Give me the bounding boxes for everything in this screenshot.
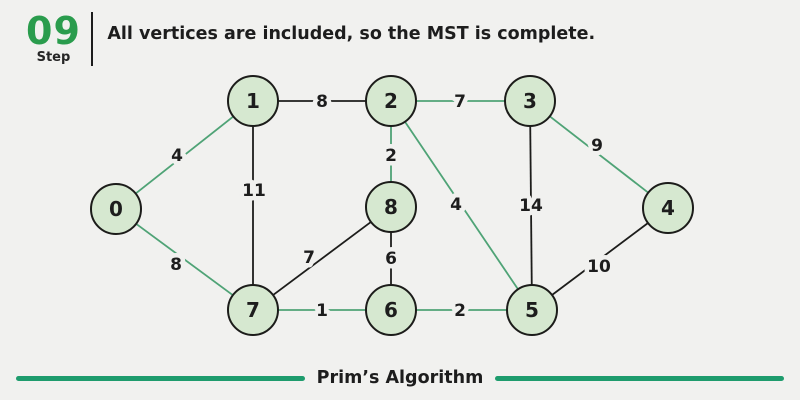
edge-weight-label: 7 bbox=[454, 92, 466, 112]
footer: Prim’s Algorithm bbox=[0, 368, 800, 388]
edge-weight-label: 8 bbox=[170, 255, 182, 275]
edge-weight-label: 2 bbox=[385, 146, 397, 166]
step-header: 09 Step All vertices are included, so th… bbox=[26, 12, 790, 66]
mst-edge bbox=[135, 115, 234, 195]
edge-weight-label: 4 bbox=[171, 146, 183, 166]
graph-node bbox=[227, 284, 279, 336]
mst-edge bbox=[135, 223, 234, 296]
edge-weight-label: 2 bbox=[454, 301, 466, 321]
graph-edge bbox=[272, 221, 372, 296]
node-label: 1 bbox=[246, 89, 260, 113]
footer-right-rule bbox=[495, 375, 785, 381]
node-label: 7 bbox=[246, 298, 260, 322]
graph-node bbox=[506, 284, 558, 336]
edge-weight-label: 14 bbox=[519, 196, 543, 216]
edge-weight-label: 10 bbox=[587, 257, 611, 277]
step-message: All vertices are included, so the MST is… bbox=[107, 24, 596, 44]
step-label: Step bbox=[36, 50, 71, 66]
step-number: 09 bbox=[26, 8, 81, 53]
edge-weight-label: 6 bbox=[385, 249, 397, 269]
graph-edge bbox=[529, 125, 533, 286]
graph-node bbox=[642, 182, 694, 234]
node-label: 8 bbox=[384, 195, 398, 219]
graph-node bbox=[504, 75, 556, 127]
node-label: 3 bbox=[523, 89, 537, 113]
edge-weight-label: 11 bbox=[242, 181, 266, 201]
node-label: 4 bbox=[661, 196, 675, 220]
graph-node bbox=[227, 75, 279, 127]
mst-edge bbox=[549, 115, 649, 194]
graph-node bbox=[90, 183, 142, 235]
node-label: 5 bbox=[525, 298, 539, 322]
algorithm-title: Prim’s Algorithm bbox=[316, 368, 484, 388]
edge-weight-label: 7 bbox=[303, 248, 315, 268]
header-divider bbox=[90, 12, 94, 66]
graph-node bbox=[365, 284, 417, 336]
footer-left-rule bbox=[15, 375, 305, 381]
step-indicator: 09 Step bbox=[26, 8, 81, 66]
graph-node bbox=[365, 181, 417, 233]
mst-edge bbox=[404, 121, 519, 290]
edge-weight-label: 1 bbox=[316, 301, 328, 321]
node-label: 6 bbox=[384, 298, 398, 322]
edge-weight-label: 9 bbox=[591, 136, 603, 156]
node-label: 0 bbox=[109, 197, 123, 221]
node-label: 2 bbox=[384, 89, 398, 113]
graph-edge bbox=[551, 222, 649, 296]
edge-weight-label: 4 bbox=[450, 195, 462, 215]
graph-node bbox=[365, 75, 417, 127]
edge-weight-label: 8 bbox=[316, 92, 328, 112]
